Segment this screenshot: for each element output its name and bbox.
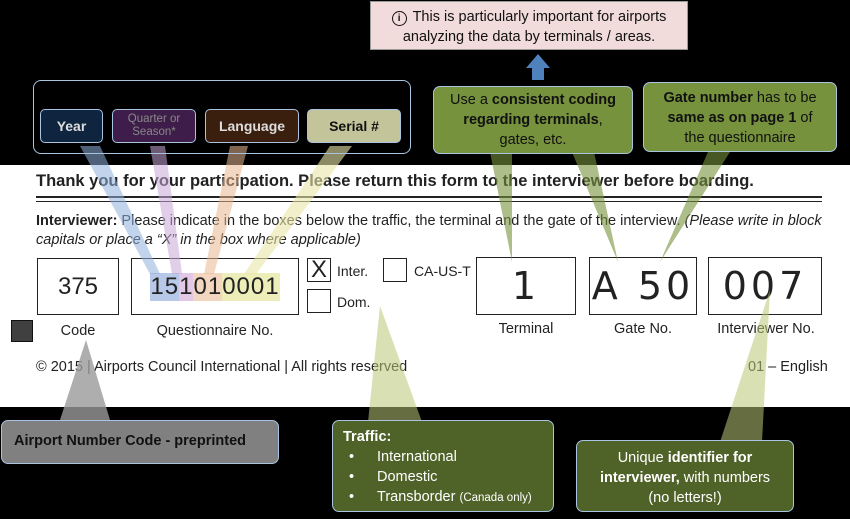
questionnaire-key-group: [33, 80, 411, 154]
interviewer-note: Unique identifier for interviewer, with …: [576, 440, 794, 512]
divider: [36, 201, 822, 202]
instructions-text: Please indicate in the boxes below the t…: [117, 213, 685, 229]
airport-code-box[interactable]: 375: [37, 258, 119, 315]
traffic-pointer: [368, 306, 422, 422]
gate-note-line-2: same as on page 1 of: [644, 108, 836, 128]
gate-label: Gate No.: [613, 321, 673, 337]
gate-pointer-2: [660, 152, 730, 262]
gate-note-bold: Gate number: [663, 90, 753, 106]
international-label: Inter.: [337, 263, 369, 279]
info-line-1: i This is particularly important for airp…: [371, 7, 687, 27]
serial-pointer: [244, 146, 352, 274]
interviewer-note-line-2: interviewer, with numbers: [577, 468, 793, 488]
domestic-checkbox[interactable]: [307, 289, 331, 313]
divider: [36, 196, 822, 198]
x-mark-icon: X: [310, 256, 327, 283]
terminal-note-text: Use a: [450, 92, 492, 108]
traffic-note-title: Traffic:: [343, 429, 392, 445]
gate-pointer-1: [572, 152, 618, 262]
quarter-tag: Quarter or Season*: [112, 109, 196, 143]
thanks-text: Thank you for your participation. Please…: [36, 172, 754, 190]
gate-note: Gate number has to be same as on page 1 …: [643, 82, 837, 152]
terminal-pointer: [490, 152, 512, 262]
traffic-note: Traffic: International Domestic Transbor…: [332, 420, 554, 512]
domestic-label: Dom.: [337, 294, 371, 310]
quarter-pointer: [150, 146, 182, 274]
traffic-item: Transborder (Canada only): [363, 487, 543, 508]
interviewer-note-bold: interviewer,: [599, 470, 680, 486]
traffic-item: Domestic: [363, 467, 543, 487]
terminal-box[interactable]: 1: [476, 257, 576, 315]
quarter-segment: 1: [179, 272, 194, 301]
gate-note-line-3: the questionnaire: [684, 130, 796, 146]
interviewer-pointer: [720, 290, 770, 442]
gate-note-line-1: Gate number has to be: [644, 88, 836, 108]
traffic-list: International Domestic Transborder (Cana…: [343, 447, 543, 508]
terminal-note-bold: consistent coding: [491, 92, 616, 108]
airport-code-note: Airport Number Code - preprinted: [1, 420, 279, 464]
terminal-note: Use a consistent coding regarding termin…: [433, 86, 633, 154]
transborder-label: CA-US-T: [414, 263, 471, 279]
code-pointer: [60, 340, 110, 420]
language-pointer: [204, 146, 248, 274]
language-tag: Language: [205, 109, 299, 143]
terminal-label: Terminal: [498, 321, 554, 337]
year-tag: Year: [40, 109, 103, 143]
interviewer-note-bold: identifier for: [667, 450, 753, 466]
interviewer-note-line-3: (no letters!): [648, 490, 722, 506]
copyright: © 2015 | Airports Council International …: [36, 359, 408, 375]
traffic-item: International: [363, 447, 543, 467]
info-icon: i: [391, 11, 407, 26]
terminal-note-line-1: Use a consistent coding: [434, 90, 632, 110]
language-segment: 01: [193, 272, 223, 301]
gate-box[interactable]: A 50: [589, 257, 697, 315]
year-pointer: [80, 146, 160, 274]
serial-segment: 0001: [222, 272, 280, 301]
airport-code-value: 375: [57, 272, 99, 300]
page-language: 01 – English: [748, 359, 828, 375]
marker-square-icon: [11, 320, 33, 342]
code-label: Code: [60, 323, 96, 339]
instructions-heading: Interviewer:: [36, 213, 118, 229]
interviewer-note-line-1: Unique identifier for: [577, 448, 793, 468]
gate-note-bold: same as on page 1: [667, 110, 797, 126]
quarter-tag-line-2: Season*: [132, 126, 176, 138]
info-text: This is particularly important for airpo…: [412, 9, 667, 25]
interviewer-note-text: Unique: [617, 450, 668, 466]
traffic-item-note: (Canada only): [459, 492, 532, 504]
terminal-note-text: ,: [598, 112, 603, 128]
gate-note-text: has to be: [752, 90, 817, 106]
traffic-item-label: Domestic: [377, 469, 438, 485]
transborder-checkbox[interactable]: [383, 258, 407, 282]
gate-value: A 50: [591, 264, 695, 308]
terminal-value: 1: [511, 264, 541, 308]
interviewer-note-text: with numbers: [679, 470, 771, 486]
info-note: i This is particularly important for airp…: [370, 1, 688, 50]
interviewer-value: 007: [722, 264, 808, 308]
year-segment: 15: [150, 272, 180, 301]
terminal-note-line-3: gates, etc.: [499, 132, 567, 148]
gate-note-text: of: [796, 110, 813, 126]
quarter-tag-line-1: Quarter or: [127, 113, 181, 125]
traffic-item-label: Transborder: [377, 489, 456, 505]
traffic-item-label: International: [377, 449, 457, 465]
questionnaire-label: Questionnaire No.: [156, 323, 274, 339]
terminal-note-bold: regarding terminals: [463, 112, 599, 128]
up-arrow-icon: [526, 54, 550, 80]
serial-tag: Serial #: [307, 109, 401, 143]
terminal-note-line-2: regarding terminals,: [434, 110, 632, 130]
international-checkbox[interactable]: X: [307, 258, 331, 282]
info-line-2: analyzing the data by terminals / areas.: [402, 29, 656, 45]
